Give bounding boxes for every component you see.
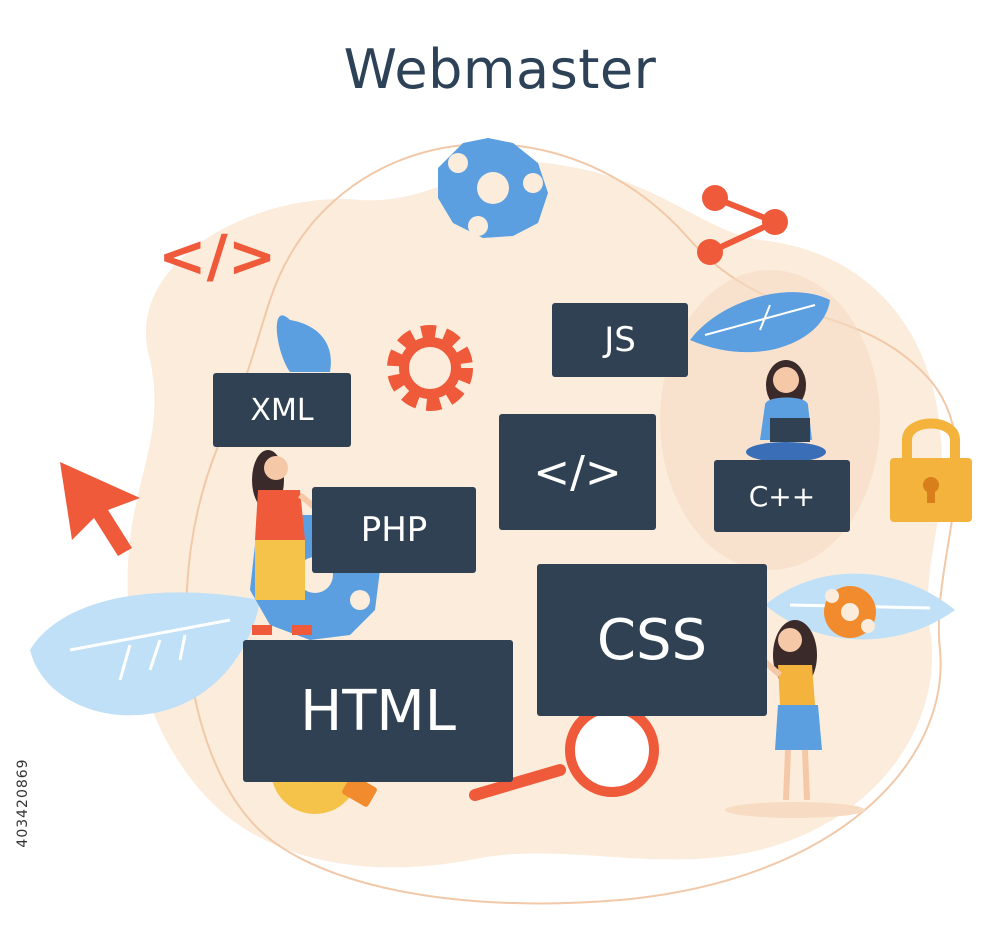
padlock-icon — [890, 418, 972, 522]
board-cpp: C++ — [714, 460, 850, 532]
board-code-tag: </> — [499, 414, 656, 530]
person-holding-gear — [252, 450, 332, 635]
board-css: CSS — [537, 564, 767, 716]
board-js: JS — [552, 303, 688, 377]
gear-icon — [387, 325, 473, 411]
page-title: Webmaster — [343, 38, 657, 101]
code-tag-icon: </> — [158, 222, 277, 290]
person-pointing — [725, 620, 865, 818]
board-xml: XML — [213, 373, 351, 447]
leaf-vein — [69, 618, 231, 681]
leaf-icon — [276, 315, 331, 372]
leaf-vein — [704, 304, 816, 336]
stock-id-label: 403420869 — [8, 700, 38, 920]
board-html: HTML — [243, 640, 513, 782]
cursor-arrow-icon — [60, 462, 140, 556]
puzzle-gear-icon — [438, 138, 548, 238]
puzzle-gear-icon — [824, 586, 876, 638]
stock-id-text: 403420869 — [15, 758, 31, 848]
board-php: PHP — [312, 487, 476, 573]
person-laptop — [746, 360, 826, 462]
leaf-icon — [690, 292, 830, 353]
share-icon — [697, 185, 788, 265]
leaf-icon — [30, 592, 260, 716]
